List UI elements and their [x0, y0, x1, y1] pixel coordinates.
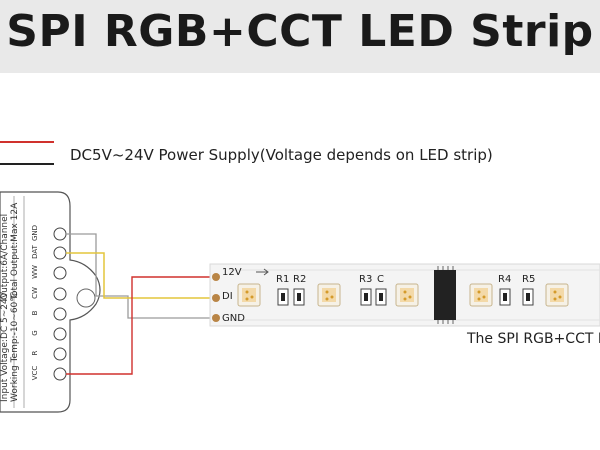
label-r5: R5 [522, 274, 536, 285]
controller-spec-total-output: Total Output:Max 12A [10, 202, 20, 300]
pin-label-12v: 12V [222, 267, 242, 278]
terminal-cw [53, 287, 67, 301]
wire-vcc-red [66, 276, 214, 375]
resistor-r3 [360, 288, 372, 306]
controller-terminals [53, 227, 67, 381]
controller-spec-working-temp: Working Temp:-10~60℃ [10, 291, 20, 402]
controller-spec-output: Output:6A/Channel [0, 213, 10, 300]
label-r1: R1 [276, 274, 290, 285]
wire-dat-yellow [66, 252, 214, 299]
label-r3: R3 [359, 274, 373, 285]
page-title: SPI RGB+CCT LED Strip [6, 6, 594, 57]
led-chip-5 [545, 283, 569, 307]
terminal-label-vcc: VCC [31, 365, 39, 381]
led-chip-1 [237, 283, 261, 307]
title-banner [0, 0, 600, 73]
led-chip-4 [469, 283, 493, 307]
wire-gnd-grey [66, 233, 214, 319]
terminal-vcc [53, 367, 67, 381]
label-c: C [377, 274, 384, 285]
resistor-r2 [293, 288, 305, 306]
led-chip-2 [317, 283, 341, 307]
resistor-r4 [499, 288, 511, 306]
led-chip-3 [395, 283, 419, 307]
controller-knob [76, 288, 96, 308]
resistor-r5 [522, 288, 534, 306]
pad-di [212, 294, 220, 302]
controller-body [0, 191, 101, 413]
label-r4: R4 [498, 274, 512, 285]
terminal-ww [53, 266, 67, 280]
power-supply-label: DC5V~24V Power Supply(Voltage depends on… [70, 146, 493, 164]
strip-caption: The SPI RGB+CCT LE [467, 331, 600, 347]
pin-label-di: DI [222, 291, 233, 302]
terminal-g [53, 327, 67, 341]
pin-label-gnd: GND [222, 313, 245, 324]
controller-spec-input-voltage: Input Voltage:DC 5~24V [0, 292, 10, 402]
pad-12v [212, 273, 220, 281]
data-direction-arrow [256, 268, 269, 276]
terminal-gnd [53, 227, 67, 241]
label-r2: R2 [293, 274, 307, 285]
terminal-r [53, 347, 67, 361]
capacitor-c [375, 288, 387, 306]
pad-gnd [212, 314, 220, 322]
terminal-b [53, 307, 67, 321]
ic-pins [437, 266, 454, 324]
ic-chip [434, 270, 456, 320]
terminal-dat [53, 246, 67, 260]
resistor-r1 [277, 288, 289, 306]
